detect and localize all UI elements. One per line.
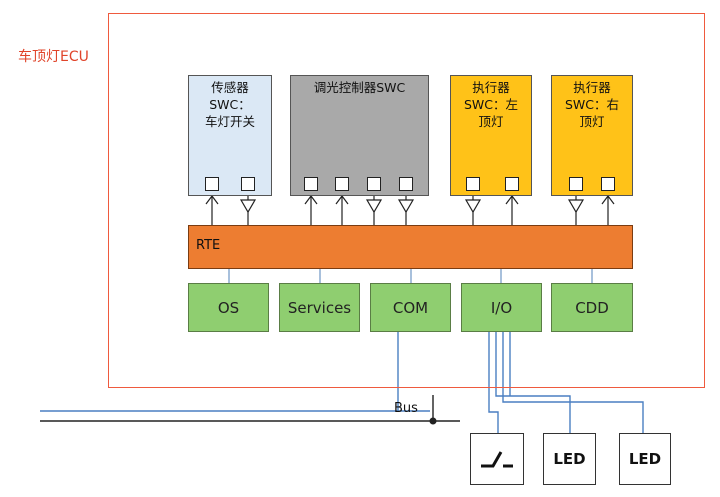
port-triangle-down [567,196,585,225]
port [466,177,480,191]
switch-device [470,433,524,485]
port [569,177,583,191]
port [367,177,381,191]
port-triangle-down [365,196,383,225]
bsw-os: OS [188,283,269,332]
swc-sensor-label: 传感器 SWC： 车灯开关 [204,80,255,129]
swc-controller-label: 调光控制器SWC [313,80,406,95]
port [601,177,615,191]
swc-controller-box: 调光控制器SWC [290,75,429,196]
ecu-title: 车顶灯ECU [18,49,89,65]
port [505,177,519,191]
port [399,177,413,191]
ecu-frame [108,13,705,388]
rte-label: RTE [196,238,221,253]
port-arrow-up [304,195,318,225]
bsw-cdd: CDD [551,283,633,332]
swc-actuator-right-box: 执行器 SWC：右 顶灯 [551,75,633,196]
port [241,177,255,191]
port-arrow-up [601,195,615,225]
port-arrow-up [505,195,519,225]
port-arrow-up [335,195,349,225]
port-arrow-up [205,195,219,225]
port [205,177,219,191]
port-triangle-down [397,196,415,225]
swc-actuator-right-label: 执行器 SWC：右 顶灯 [564,80,620,129]
port [335,177,349,191]
bus-label: Bus [394,401,418,416]
bsw-services: Services [279,283,360,332]
io-device-wires [488,332,644,433]
port-triangle-down [464,196,482,225]
bus-lines [40,395,460,425]
swc-sensor-box: 传感器 SWC： 车灯开关 [188,75,272,196]
bsw-com: COM [370,283,451,332]
port [304,177,318,191]
swc-actuator-left-box: 执行器 SWC：左 顶灯 [450,75,532,196]
led-device-1: LED [543,433,596,485]
rte-bar: RTE [188,225,633,269]
bsw-io: I/O [461,283,542,332]
rte-bsw-connectors [228,269,593,283]
port-triangle-down [239,196,257,225]
swc-actuator-left-label: 执行器 SWC：左 顶灯 [463,80,519,129]
led-device-2: LED [619,433,671,485]
switch-icon [481,451,513,468]
